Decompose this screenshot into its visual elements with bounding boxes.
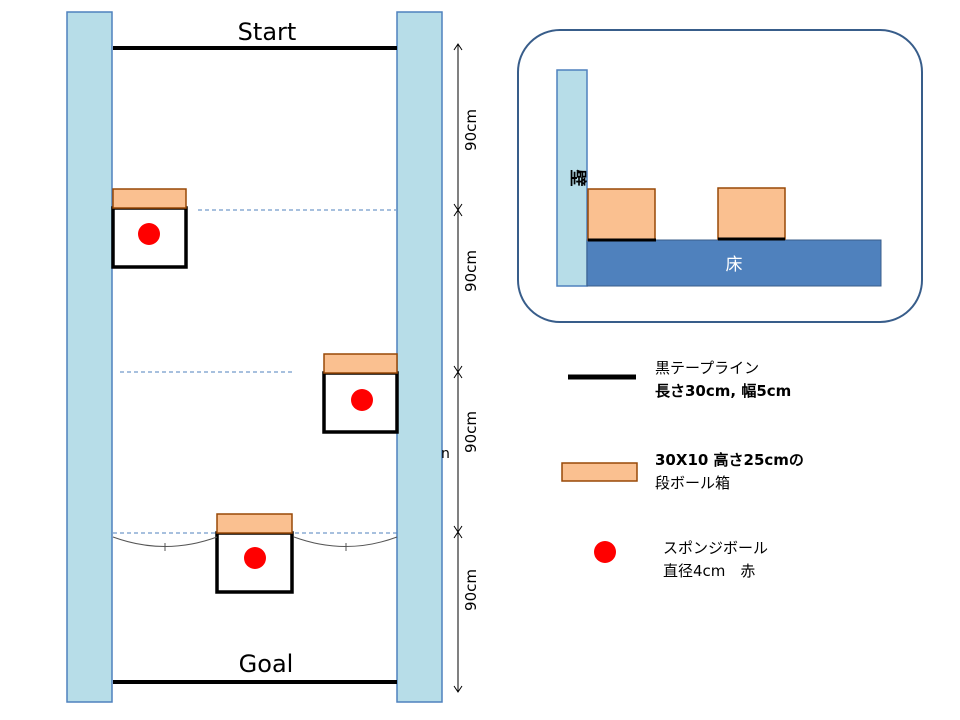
segment-label-1: 90cm [462, 109, 480, 151]
obstacle-box-2 [322, 353, 399, 434]
obstacle-box-1 [111, 188, 188, 269]
legend-tape-text: 黒テープライン 長さ30cm, 幅5cm [655, 359, 792, 401]
inset-floor [586, 239, 882, 287]
sponge-ball-2 [351, 389, 373, 411]
stray-char: n [441, 446, 450, 462]
sponge-ball-1 [138, 223, 160, 245]
legend-ball-line2: 直径4cm 赤 [663, 562, 756, 581]
legend-ball-line1: スポンジボール [663, 539, 769, 557]
legend-tape-line1: 黒テープライン [655, 359, 760, 377]
legend-tape-line2: 長さ30cm, 幅5cm [655, 382, 792, 401]
segment-label-3: 90cm [462, 411, 480, 453]
legend-box-text: 30X10 高さ25cmの 段ボール箱 [655, 451, 804, 493]
legend-box-symbol [561, 462, 638, 482]
right-wall [396, 11, 443, 703]
start-label: Start [238, 18, 297, 46]
segment-label-4: 90cm [462, 569, 480, 611]
sponge-ball-3 [244, 547, 266, 569]
legend-ball-text: スポンジボール 直径4cm 赤 [663, 539, 769, 581]
inset-floor-label: 床 [726, 255, 743, 275]
segment-label-2: 90cm [462, 250, 480, 292]
legend-ball-symbol [594, 541, 616, 563]
dimension-ticks [453, 43, 463, 693]
legend-box-line2: 段ボール箱 [655, 474, 731, 493]
inset-box-1 [587, 188, 656, 241]
goal-label: Goal [239, 650, 294, 678]
left-wall [66, 11, 113, 703]
inset-wall [556, 69, 588, 287]
inset-box-2 [717, 187, 786, 240]
inset-wall-label: 壁 [567, 170, 588, 187]
legend-box-line1: 30X10 高さ25cmの [655, 451, 804, 469]
